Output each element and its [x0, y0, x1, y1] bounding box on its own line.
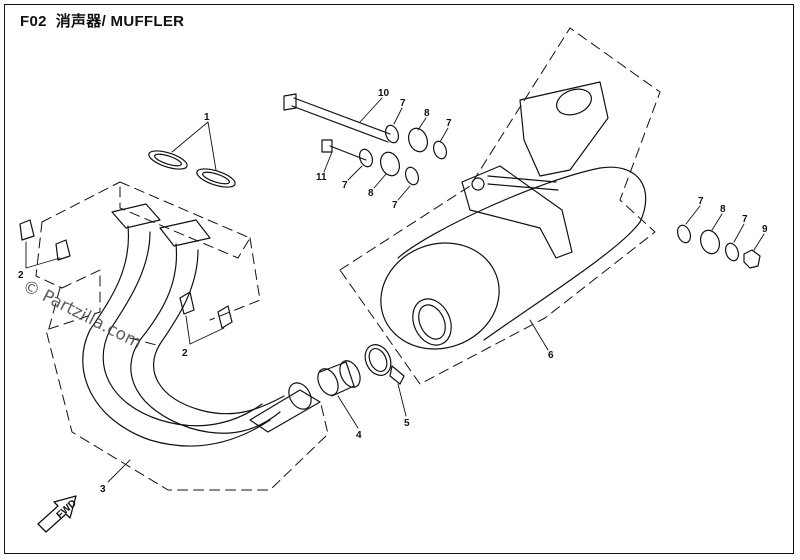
muffler-inlet-inner	[418, 304, 446, 340]
muffler-outlet	[555, 88, 593, 116]
bolt-11-shaft	[329, 145, 367, 161]
muffler-group-outline	[339, 27, 661, 385]
diagram-title: F02 消声器/ MUFFLER	[20, 10, 184, 31]
callout-8c: 8	[720, 204, 726, 215]
callout-7e: 7	[698, 196, 704, 207]
leader-7a	[393, 107, 403, 125]
washer-7e	[676, 224, 692, 244]
callout-7f: 7	[742, 214, 748, 225]
muffler-endcap	[380, 242, 500, 350]
callout-7c: 7	[342, 180, 348, 191]
sleeve-4-back	[339, 360, 361, 388]
header-bolt-2b	[55, 239, 71, 261]
header-bolt-2d	[217, 305, 233, 329]
leader-7c	[347, 165, 363, 181]
leader-8c	[711, 213, 723, 231]
callout-8a: 8	[424, 108, 430, 119]
callout-2b: 2	[182, 348, 188, 359]
washer-7b	[432, 140, 448, 160]
header-bolt-2c	[179, 291, 195, 315]
leader-11	[323, 151, 333, 173]
callout-4: 4	[356, 430, 362, 441]
collector-outlet	[288, 382, 312, 410]
leader-3	[107, 459, 131, 483]
title-en: MUFFLER	[110, 13, 185, 30]
header-pipe-outer-2	[130, 243, 281, 434]
callout-7d: 7	[392, 200, 398, 211]
callout-3: 3	[100, 484, 106, 495]
leader-7d	[397, 185, 411, 201]
header-flange-b	[159, 219, 211, 247]
clamp-5-bolt	[389, 365, 405, 385]
callout-2a: 2	[18, 270, 24, 281]
callout-6: 6	[548, 350, 554, 361]
header-bolt-2a	[19, 219, 35, 241]
bolt-10-shaft-2	[291, 105, 389, 143]
diagram-border	[4, 4, 794, 554]
leader-1	[171, 121, 217, 171]
collector-pipe	[249, 389, 321, 433]
leader-6	[529, 319, 549, 351]
leader-7e	[685, 205, 701, 225]
leader-10	[359, 97, 383, 123]
callout-11: 11	[316, 172, 327, 183]
washer-7d	[404, 166, 420, 186]
leader-8a	[417, 117, 427, 131]
callout-1: 1	[204, 112, 210, 123]
header-pipe-inner-2	[152, 249, 285, 415]
muffler-heatshield	[519, 81, 609, 177]
bolt-10-shaft	[293, 97, 391, 135]
title-code: F02	[20, 13, 47, 30]
gasket-1a	[148, 150, 188, 170]
washer-7c	[358, 148, 374, 168]
bracket-hole	[471, 177, 485, 191]
leader-2a	[25, 241, 61, 269]
fwd-arrow	[37, 495, 77, 533]
gasket-1b-inner	[202, 171, 230, 185]
bushing-8c	[699, 229, 721, 255]
bushing-8b	[379, 151, 401, 177]
muffler-inlet	[412, 298, 452, 346]
title-cn: 消声器/	[55, 13, 107, 30]
bushing-8a	[407, 127, 429, 153]
mount-stud	[487, 183, 559, 191]
header-group-outline-2	[47, 237, 261, 347]
bolt-10-head	[283, 93, 297, 111]
muffler-bracket	[461, 165, 573, 259]
leader-2b	[185, 315, 225, 345]
header-pipe-outer	[82, 225, 271, 447]
leader-8b	[373, 173, 387, 189]
gasket-1a-inner	[154, 153, 182, 167]
header-group-outline	[35, 181, 329, 491]
clamp-5-inner	[368, 348, 388, 372]
header-pipe-inner	[102, 231, 263, 427]
callout-7a: 7	[400, 98, 406, 109]
callout-10: 10	[378, 88, 390, 99]
clamp-5	[364, 344, 392, 376]
leader-4	[337, 395, 359, 429]
washer-7f	[724, 242, 740, 262]
header-flange-a	[111, 203, 161, 229]
callout-8b: 8	[368, 188, 374, 199]
sleeve-4-body	[319, 361, 355, 397]
callout-5: 5	[404, 418, 410, 429]
nut-9	[743, 249, 761, 269]
gasket-1b	[196, 168, 236, 188]
muffler-body	[397, 166, 647, 341]
leader-9	[753, 233, 765, 251]
leader-7b	[439, 127, 449, 143]
leader-5	[397, 383, 407, 417]
mount-stud-2	[487, 175, 557, 183]
callout-7b: 7	[446, 118, 452, 129]
callout-9: 9	[762, 224, 768, 235]
washer-7a	[384, 124, 400, 144]
leader-7f	[733, 223, 745, 243]
